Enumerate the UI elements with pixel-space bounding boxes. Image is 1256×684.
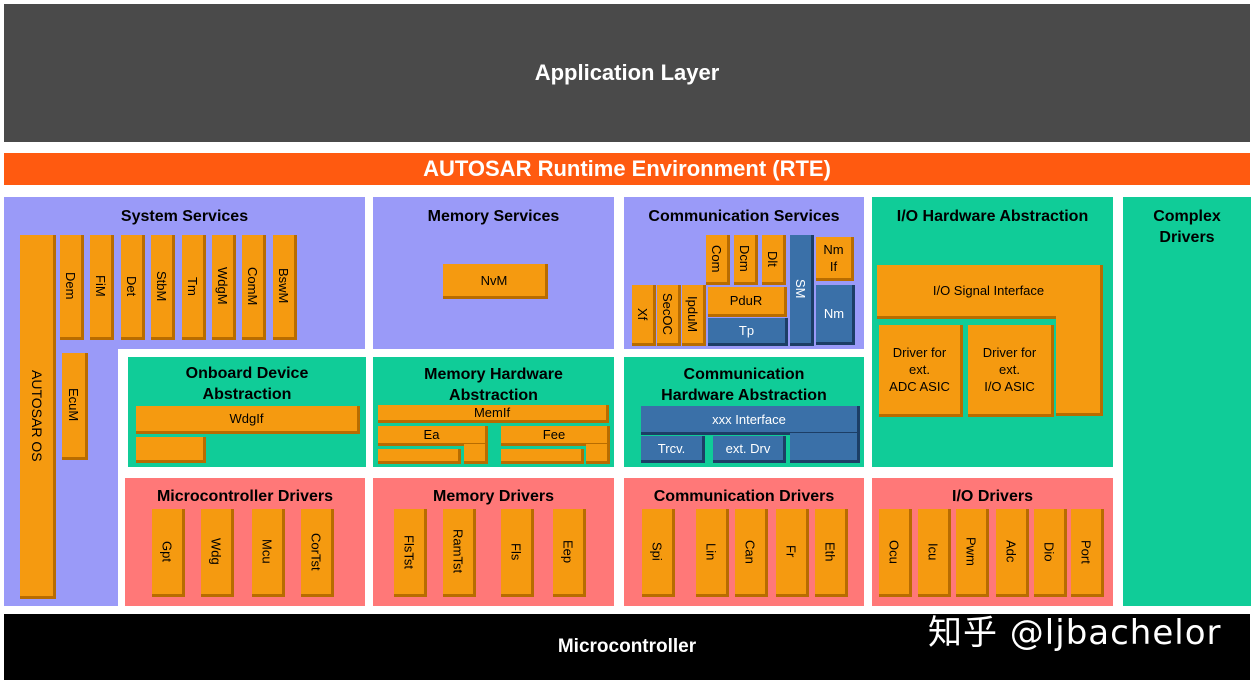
ecum-module: EcuM — [62, 353, 88, 460]
memory-drivers-fls: Fls — [501, 509, 534, 597]
watermark: 知乎 @ljbachelor — [928, 613, 1222, 653]
rte-layer: AUTOSAR Runtime Environment (RTE) — [4, 153, 1250, 185]
communication-drivers-can: Can — [735, 509, 768, 597]
onboard-device-abstraction-title: Onboard Device Abstraction — [185, 365, 309, 403]
system-service-dem: Dem — [60, 235, 84, 340]
system-service-tm: Tm — [182, 235, 206, 340]
mcu-drivers-gpt: Gpt — [152, 509, 185, 597]
wdgif-module: WdgIf — [136, 406, 360, 434]
xf-module: Xf — [632, 285, 656, 346]
io-hw-abstraction-title: I/O Hardware Abstraction — [896, 208, 1089, 225]
mcu-drivers-wdg: Wdg — [201, 509, 234, 597]
nm-module: Nm — [816, 285, 855, 345]
ea-lower-module — [378, 449, 461, 464]
trcv-module: Trcv. — [641, 436, 705, 463]
com-module: Com — [706, 235, 730, 285]
system-service-det: Det — [121, 235, 145, 340]
io-signal-interface-side — [1056, 316, 1103, 416]
system-service-wdgm: WdgM — [212, 235, 236, 340]
io-drivers-title: I/O Drivers — [952, 488, 1033, 505]
ipdum-module: IpduM — [682, 285, 706, 346]
communication-drivers-lin: Lin — [696, 509, 729, 597]
io-drivers-icu: Icu — [918, 509, 951, 597]
dcm-module: Dcm — [734, 235, 758, 285]
driver-ext-io-asic: Driver for ext. I/O ASIC — [968, 325, 1054, 417]
microcontroller-layer: Microcontroller — [4, 614, 1250, 680]
mcu-drivers-mcu: Mcu — [252, 509, 285, 597]
pdur-module: PduR — [708, 287, 787, 317]
system-service-comm: ComM — [242, 235, 266, 340]
io-drivers-ocu: Ocu — [879, 509, 912, 597]
communication-services-title: Communication Services — [648, 208, 840, 225]
microcontroller-drivers-title: Microcontroller Drivers — [156, 488, 334, 505]
fee-side-module — [586, 444, 610, 464]
memory-hw-abstraction-title: Memory Hardware Abstraction — [424, 366, 563, 404]
fee-lower-module — [501, 449, 584, 464]
driver-ext-adc-asic: Driver for ext. ADC ASIC — [879, 325, 963, 417]
io-drivers-dio: Dio — [1034, 509, 1067, 597]
memory-drivers-flstst: FlsTst — [394, 509, 427, 597]
memory-drivers-title: Memory Drivers — [433, 488, 554, 505]
communication-drivers-eth: Eth — [815, 509, 848, 597]
memory-drivers-ramtst: RamTst — [443, 509, 476, 597]
xxx-interface-side — [790, 433, 860, 463]
memif-module: MemIf — [378, 405, 609, 423]
fee-module: Fee — [501, 426, 610, 446]
communication-drivers-spi: Spi — [642, 509, 675, 597]
nvm-module: NvM — [443, 264, 548, 299]
communication-hw-abstraction-title: Communication Hardware Abstraction — [661, 366, 827, 404]
sm-module: SM — [790, 235, 814, 346]
memory-services-title: Memory Services — [427, 208, 560, 225]
mcu-drivers-cortst: CorTst — [301, 509, 334, 597]
io-signal-interface-top: I/O Signal Interface — [877, 265, 1103, 319]
tp-module: Tp — [708, 318, 788, 346]
application-layer: Application Layer — [4, 4, 1250, 142]
ea-side-module — [464, 444, 488, 464]
xxx-interface-module: xxx Interface — [641, 406, 860, 435]
dlt-module: Dlt — [762, 235, 786, 285]
complex-drivers-block — [1123, 197, 1251, 606]
secoc-module: SecOC — [657, 285, 681, 346]
io-drivers-adc: Adc — [996, 509, 1029, 597]
complex-drivers-title: Complex Drivers — [1153, 208, 1221, 246]
ea-module: Ea — [378, 426, 488, 446]
system-service-fim: FiM — [90, 235, 114, 340]
system-service-bswm: BswM — [273, 235, 297, 340]
system-services-title: System Services — [120, 208, 249, 225]
nmif-module: Nm If — [816, 237, 854, 281]
memory-drivers-eep: Eep — [553, 509, 586, 597]
autosar-os-module: AUTOSAR OS — [20, 235, 56, 599]
ext-drv-module: ext. Drv — [713, 436, 786, 463]
wdgif-lower-module — [136, 437, 206, 463]
io-drivers-pwm: Pwm — [956, 509, 989, 597]
io-drivers-port: Port — [1071, 509, 1104, 597]
communication-drivers-fr: Fr — [776, 509, 809, 597]
communication-drivers-title: Communication Drivers — [653, 488, 835, 505]
system-service-stbm: StbM — [151, 235, 175, 340]
